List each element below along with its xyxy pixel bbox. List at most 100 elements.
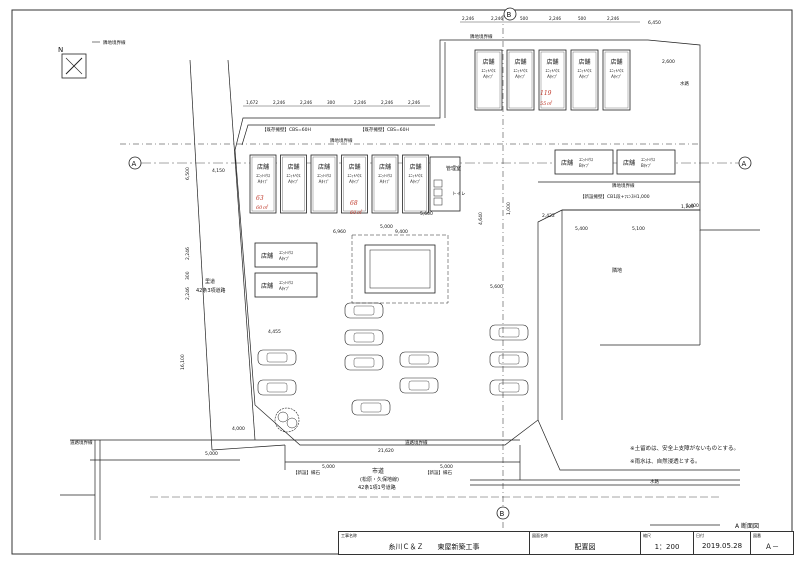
parked-car-10 (257, 349, 297, 366)
road-bottom-label2: (松原・久保地線) (360, 476, 399, 483)
shop-main-3-sub: ﾕﾆｯﾄﾊｳｽ (317, 172, 331, 178)
dim-16100: 16,100 (180, 354, 186, 370)
title-date-label: 日付 (696, 533, 704, 538)
shop-top-2-sub: ﾕﾆｯﾄﾊｳｽ (514, 67, 528, 73)
shop-main-6-type: Aﾀｲﾌﾟ (410, 178, 421, 184)
label-kiso-right: 【新設擁壁】CB1段+ﾌｪﾝｽH1,000 (580, 193, 650, 200)
title-number-label: 図番 (753, 533, 761, 538)
shop-row-main: 店舗ﾕﾆｯﾄﾊｳｽAﾀｲﾌﾟ店舗ﾕﾆｯﾄﾊｳｽAﾀｲﾌﾟ店舗ﾕﾆｯﾄﾊｳｽAﾀｲ… (249, 154, 429, 214)
section-reference: A 断面図 (735, 522, 759, 530)
shop-left-1-sub: ﾕﾆｯﾄﾊｳｽ (279, 249, 293, 255)
section-markers: A A B B (128, 7, 752, 520)
shop-top-5-sub: ﾕﾆｯﾄﾊｳｽ (610, 67, 624, 73)
dim-9400: 9,400 (395, 229, 408, 235)
curb-label-2: 【新設】縁石 (425, 469, 452, 476)
section-marker-b-bottom (496, 506, 510, 520)
dim-top-right-5: 2,246 (607, 16, 619, 21)
tree (274, 407, 300, 433)
shop-main-2-label: 店舗 (287, 163, 299, 171)
dim-4455: 4,455 (268, 329, 281, 335)
road-left-label2: 42条3項道路 (196, 287, 226, 294)
road-bottom-label3: 42条1項1号道路 (358, 484, 396, 491)
shop-main-6-sub: ﾕﾆｯﾄﾊｳｽ (409, 172, 423, 178)
road-bottom-label: 市道 (372, 467, 384, 475)
dim-top-right-4: 500 (578, 16, 586, 21)
curb-label-1: 【新設】縁石 (293, 469, 320, 476)
shop-right-1-type: Bﾀｲﾌﾟ (579, 162, 590, 168)
shop-left-1-type: Aﾀｲﾌﾟ (279, 255, 290, 261)
sheet-border (11, 9, 793, 555)
title-number-cell: 図番 Ａ－ (751, 532, 793, 554)
dim-6500: 6,500 (185, 167, 191, 180)
note-rainwater: ※雨水は、自然浸透とする。 (630, 457, 700, 465)
toilet-label: トイレ (452, 192, 466, 197)
section-marker-b-top (503, 7, 517, 21)
dimension-labels: 6,960 9,400 5,600 4,455 2,422 5,400 5,10… (180, 20, 699, 470)
section-a-label-right: A (742, 160, 747, 168)
handwritten-6: 55㎡ (540, 100, 552, 107)
shop-main-5-type: Aﾀｲﾌﾟ (380, 178, 391, 184)
shop-main-1-sub: ﾕﾆｯﾄﾊｳｽ (256, 172, 270, 178)
dim-5000c: 5,000 (380, 224, 393, 230)
parked-car-4 (399, 351, 439, 368)
shop-main-5-sub: ﾕﾆｯﾄﾊｳｽ (378, 172, 392, 178)
title-scale-cell: 縮尺 1：200 (641, 532, 694, 554)
parked-car-3 (344, 354, 384, 371)
parked-car-7 (489, 324, 529, 341)
handwritten-4: 60㎡ (350, 209, 362, 216)
shop-right-1-sub: ﾕﾆｯﾄﾊｳｽ (579, 156, 593, 162)
dim-top-6: 2,246 (408, 100, 420, 105)
dim-4640: 4,640 (478, 212, 484, 225)
title-number-value: Ａ－ (765, 543, 779, 551)
dim-top-5: 2,246 (381, 100, 393, 105)
shop-left-2-sub: ﾕﾆｯﾄﾊｳｽ (279, 279, 293, 285)
title-project-label: 工事名称 (341, 533, 357, 538)
pavilion (351, 234, 449, 304)
dim-top-right-0: 2,246 (462, 16, 474, 21)
dim-4000: 4,000 (232, 426, 245, 432)
label-boundary-right: 隣地境界線 (612, 182, 635, 189)
shop-top-2-type: Aﾀｲﾌﾟ (515, 73, 526, 79)
dim-6450: 6,450 (648, 20, 661, 26)
shop-main-4-sub: ﾕﾆｯﾄﾊｳｽ (348, 172, 362, 178)
title-date-value: 2019.05.28 (701, 542, 743, 550)
shop-main-6-label: 店舗 (409, 163, 421, 171)
shop-left-2-label: 店舗 (261, 282, 273, 290)
shop-top-3-sub: ﾕﾆｯﾄﾊｳｽ (546, 67, 560, 73)
road-boundary-label: 道路境界線 (70, 439, 93, 446)
dim-1100: 1,100 (681, 204, 694, 210)
parked-car-1 (344, 302, 384, 319)
section-b-label-bottom: B (500, 510, 505, 518)
dim-5000d: 5,000 (205, 451, 218, 457)
parked-car-9 (489, 379, 529, 396)
dim-top-2: 2,246 (300, 100, 312, 105)
shop-top-2-label: 店舗 (514, 58, 526, 66)
parked-car-6 (351, 399, 391, 416)
shop-right-2-sub: ﾕﾆｯﾄﾊｳｽ (641, 156, 655, 162)
dim-2600: 2,600 (662, 59, 675, 65)
shop-row-top: 店舗ﾕﾆｯﾄﾊｳｽAﾀｲﾌﾟ店舗ﾕﾆｯﾄﾊｳｽAﾀｲﾌﾟ店舗ﾕﾆｯﾄﾊｳｽAﾀｲ… (474, 49, 631, 111)
north-label: N (58, 46, 63, 54)
dim-1400: 1,400 (686, 203, 699, 209)
dim-6960: 6,960 (333, 229, 346, 235)
shop-main-5-label: 店舗 (379, 163, 391, 171)
dim-2246-left-b: 2,246 (185, 287, 191, 300)
